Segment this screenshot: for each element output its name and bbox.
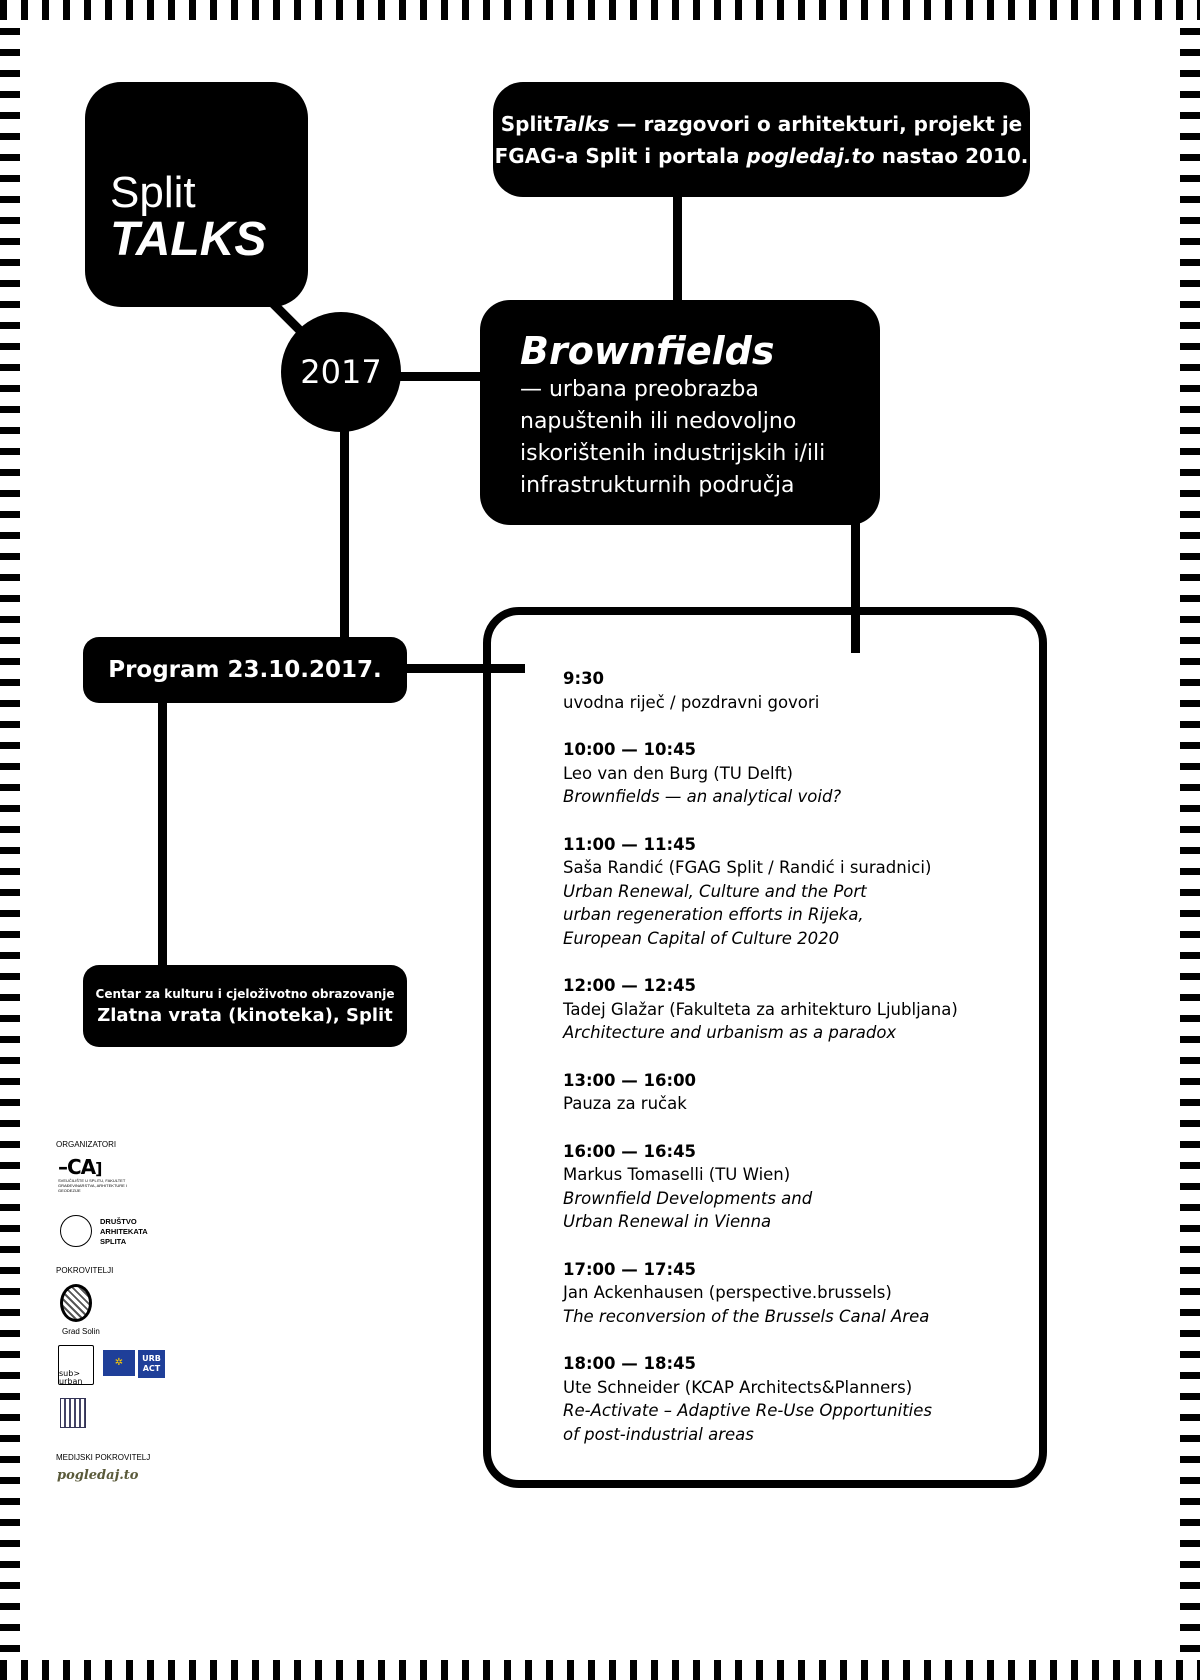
entry-time: 9:30 (563, 669, 605, 688)
das-logo (60, 1215, 92, 1247)
pogledaj-logo: pogledaj.to (57, 1468, 139, 1483)
logo-line1: Split (110, 168, 196, 217)
intro-text: — razgovori o arhitekturi, projekt je (609, 111, 1023, 136)
media-label: MEDIJSKI POKROVITELJ (56, 1453, 151, 1462)
organizers-label: ORGANIZATORI (56, 1140, 117, 1149)
schedule-box: 9:30 uvodna riječ / pozdravni govori 10:00… (483, 607, 1047, 1488)
intro-box: SplitTalks — razgovori o arhitekturi, pr… (493, 82, 1030, 197)
connector-line (400, 664, 525, 673)
connector-line (340, 425, 349, 640)
entry-speaker: uvodna riječ / pozdravni govori (563, 692, 820, 712)
logo-line2: TALKS (110, 213, 267, 266)
entry-title: Re-Activate – Adaptive Re-Use Opportunit… (563, 1401, 933, 1420)
entry-time: 16:00 — 16:45 (563, 1141, 697, 1161)
solin-crest-icon (60, 1284, 92, 1322)
year-badge: 2017 (281, 312, 401, 432)
entry-speaker: Ute Schneider (KCAP Architects&Planners) (563, 1377, 913, 1397)
venue-line2: Zlatna vrata (kinoteka), Split (97, 1004, 393, 1026)
venue-box: Centar za kulturu i cjeloživotno obrazov… (83, 965, 407, 1047)
intro-text: nastao 2010. (874, 143, 1029, 168)
entry-speaker: Tadej Glažar (Fakulteta za arhitekturo L… (563, 999, 958, 1019)
eu-flag-icon: ✲ (103, 1350, 135, 1376)
entry-speaker: Jan Ackenhausen (perspective.brussels) (563, 1283, 892, 1302)
border-top (0, 0, 1200, 20)
das-line: SPLITA (100, 1237, 127, 1246)
schedule-entry: 9:30 uvodna riječ / pozdravni govori (563, 667, 1039, 714)
fgag-text: SVEUČILIŠTE U SPLITU, FAKULTET GRAĐEVINA… (58, 1178, 128, 1193)
connector-line (851, 515, 860, 653)
venue-line1: Centar za kulturu i cjeloživotno obrazov… (95, 986, 395, 1001)
topic-subtitle: iskorištenih industrijskih i/ili (520, 441, 826, 466)
entry-title: Brownfield Developments and (563, 1188, 813, 1208)
border-right (1180, 20, 1200, 1660)
patrons-label: POKROVITELJI (56, 1266, 114, 1275)
entry-speaker: Pauza za ručak (563, 1094, 687, 1113)
topic-subtitle: — urbana preobrazba (520, 377, 759, 402)
topic-box: Brownfields — urbana preobrazba napušten… (480, 300, 880, 525)
crest-icon (60, 1398, 86, 1428)
intro-text: Talks (552, 111, 610, 136)
entry-speaker: Leo van den Burg (TU Delft) (563, 763, 793, 783)
das-line: ARHITEKATA (100, 1227, 148, 1236)
entry-title: Brownfields — an analytical void? (563, 787, 842, 806)
entry-title: of post-industrial areas (563, 1424, 754, 1444)
split-talks-logo: Split TALKS (85, 82, 308, 307)
entry-speaker: Saša Randić (FGAG Split / Randić i surad… (563, 858, 932, 877)
suburban-logo: sub> urban (58, 1345, 94, 1386)
das-line: DRUŠTVO (100, 1217, 137, 1226)
entry-time: 11:00 — 11:45 (563, 834, 697, 854)
intro-text: pogledaj.to (746, 143, 875, 168)
topic-subtitle: napuštenih ili nedovoljno (520, 409, 797, 434)
entry-time: 18:00 — 18:45 (563, 1354, 697, 1373)
urbact-logo: URB ACT (138, 1350, 165, 1378)
das-text: DRUŠTVO ARHITEKATA SPLITA (100, 1217, 148, 1247)
connector-line (158, 700, 167, 968)
topic-title: Brownfields (520, 329, 775, 373)
connector-line (673, 190, 682, 305)
topic-subtitle: infrastrukturnih područja (520, 473, 795, 498)
entry-title: The reconversion of the Brussels Canal A… (563, 1306, 930, 1326)
entry-title: European Capital of Culture 2020 (563, 928, 840, 948)
entry-time: 13:00 — 16:00 (563, 1070, 697, 1090)
entry-title: Architecture and urbanism as a paradox (563, 1023, 897, 1042)
border-left (0, 20, 20, 1660)
solin-label: Grad Solin (62, 1327, 100, 1336)
entry-time: 10:00 — 10:45 (563, 740, 697, 759)
intro-text: Split (500, 111, 553, 136)
program-date: Program 23.10.2017. (83, 637, 407, 703)
entry-title: Urban Renewal in Vienna (563, 1212, 772, 1231)
entry-title: Urban Renewal, Culture and the Port (563, 881, 867, 901)
border-bottom (0, 1660, 1200, 1680)
entry-time: 12:00 — 12:45 (563, 976, 697, 995)
fgag-logo: –CA] SVEUČILIŠTE U SPLITU, FAKULTET GRAĐ… (58, 1155, 128, 1193)
intro-text: FGAG-a Split i portala (494, 143, 747, 168)
entry-speaker: Markus Tomaselli (TU Wien) (563, 1165, 791, 1184)
connector-line (395, 372, 485, 381)
entry-title: urban regeneration efforts in Rijeka, (563, 905, 864, 924)
entry-time: 17:00 — 17:45 (563, 1259, 697, 1279)
